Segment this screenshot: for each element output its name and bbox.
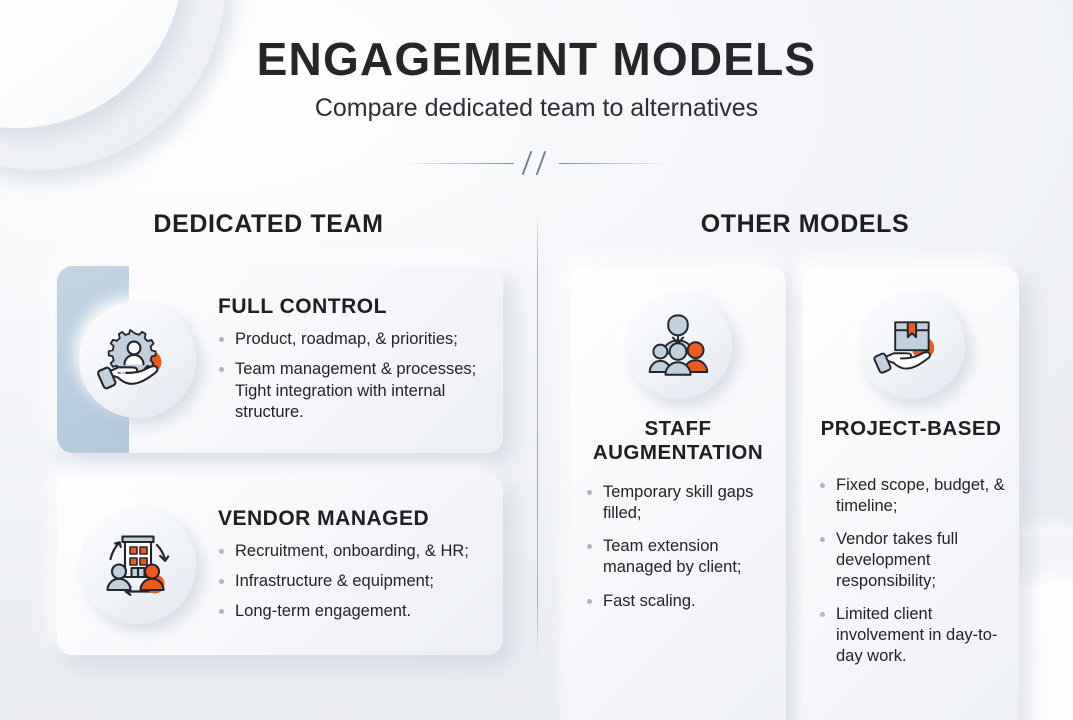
card-title: FULL CONTROL	[218, 295, 387, 319]
list-item: Fixed scope, budget, & timeline;	[819, 475, 1009, 517]
double-slash-divider-icon	[404, 151, 669, 175]
vertical-divider	[537, 210, 538, 657]
card-full-control[interactable]: FULL CONTROL Product, roadmap, & priorit…	[57, 266, 503, 453]
card-bullet-list: Fixed scope, budget, & timeline; Vendor …	[819, 475, 1009, 668]
list-item: Long-term engagement.	[218, 601, 489, 622]
card-title: VENDOR MANAGED	[218, 507, 430, 531]
list-item: Limited client involvement in day-to-day…	[819, 604, 1009, 667]
card-body: Fixed scope, budget, & timeline; Vendor …	[803, 441, 1019, 680]
card-vendor-managed[interactable]: VENDOR MANAGED Recruitment, onboarding, …	[57, 475, 503, 655]
column-heading-dedicated-team: DEDICATED TEAM	[153, 210, 384, 238]
list-item: Vendor takes full development responsibi…	[819, 529, 1009, 592]
card-title: STAFF AUGMENTATION	[592, 417, 764, 464]
divider-slash-two	[535, 151, 547, 175]
hand-holding-package-icon	[857, 292, 965, 399]
divider-line-left	[404, 163, 514, 164]
list-item: Team extension managed by client;	[586, 536, 776, 578]
card-bullet-list: Temporary skill gaps filled; Team extens…	[586, 482, 776, 612]
card-bullet-list: Recruitment, onboarding, & HR; Infrastru…	[218, 541, 489, 623]
building-people-arrows-icon	[79, 506, 196, 624]
page-subtitle: Compare dedicated team to alternatives	[314, 94, 759, 122]
header: ENGAGEMENT MODELS Compare dedicated team…	[0, 36, 1073, 175]
card-staff-augmentation[interactable]: STAFF AUGMENTATION Temporary skill gaps …	[570, 266, 786, 720]
card-project-based[interactable]: PROJECT-BASED Fixed scope, budget, & tim…	[803, 266, 1019, 720]
card-body: Temporary skill gaps filled; Team extens…	[570, 464, 786, 624]
card-body: FULL CONTROL Product, roadmap, & priorit…	[196, 295, 503, 423]
team-group-people-icon	[624, 292, 732, 399]
page-title: ENGAGEMENT MODELS	[256, 33, 817, 85]
list-item: Temporary skill gaps filled;	[586, 482, 776, 524]
divider-slash-one	[521, 151, 533, 175]
list-item: Fast scaling.	[586, 591, 776, 612]
hand-holding-gear-person-icon	[79, 301, 196, 418]
list-item: Product, roadmap, & priorities;	[218, 329, 489, 350]
card-title: PROJECT-BASED	[820, 417, 1002, 440]
column-heading-other-models: OTHER MODELS	[700, 210, 910, 238]
list-item: Recruitment, onboarding, & HR;	[218, 541, 489, 562]
card-body: VENDOR MANAGED Recruitment, onboarding, …	[196, 507, 503, 623]
list-item: Infrastructure & equipment;	[218, 571, 489, 592]
list-item: Team management & processes; Tight integ…	[218, 359, 489, 423]
divider-line-right	[559, 163, 669, 164]
card-bullet-list: Product, roadmap, & priorities; Team man…	[218, 329, 489, 424]
